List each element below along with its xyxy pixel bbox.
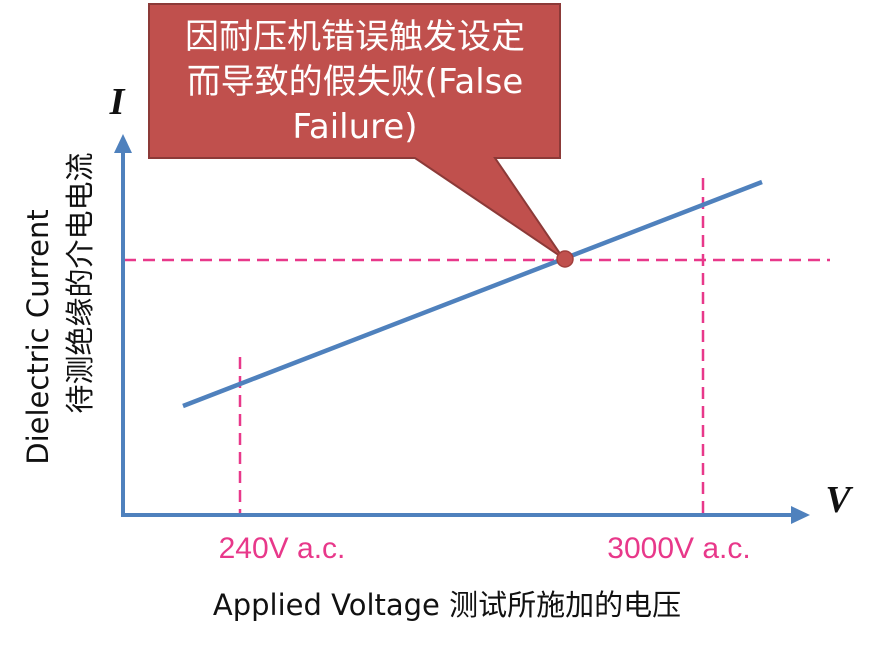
y-axis-symbol: I	[109, 81, 126, 123]
callout-line-3: Failure)	[292, 107, 417, 147]
x-axis-label: Applied Voltage 测试所施加的电压	[213, 588, 681, 622]
callout-line-2: 而导致的假失败(False	[187, 62, 524, 102]
y-axis-label-english: Dielectric Current	[21, 209, 55, 465]
callout-bubble	[148, 3, 564, 259]
false-failure-point	[556, 250, 574, 268]
marker-label-240v: 240V a.c.	[219, 532, 346, 565]
marker-label-3000v: 3000V a.c.	[607, 532, 750, 565]
x-axis-arrow-icon	[791, 506, 810, 524]
y-axis-label-chinese: 待测绝缘的介电电流	[63, 152, 97, 413]
y-axis-arrow-icon	[114, 134, 132, 153]
x-axis-symbol: V	[825, 479, 853, 521]
callout-line-1: 因耐压机错误触发设定	[185, 17, 525, 57]
current-voltage-line	[182, 179, 763, 409]
